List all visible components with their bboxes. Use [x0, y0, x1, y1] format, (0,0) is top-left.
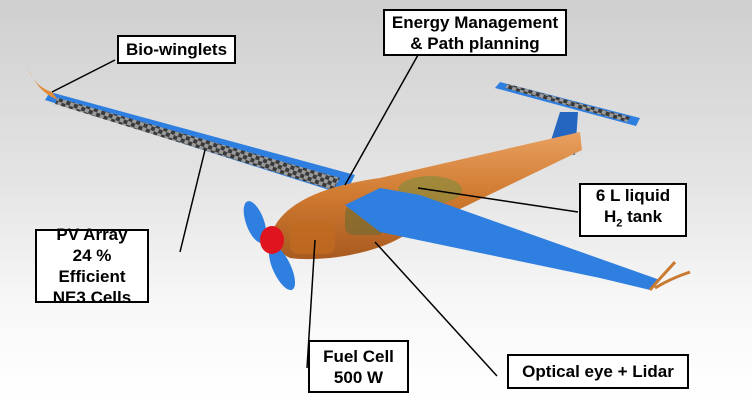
label-fuel-cell: Fuel Cell 500 W	[308, 340, 409, 393]
label-text: 500 W	[333, 367, 384, 387]
spinner	[260, 226, 284, 254]
label-text: 6 L liquid	[595, 186, 671, 206]
label-text: Optical eye + Lidar	[522, 362, 674, 381]
leader-lines	[51, 54, 579, 377]
label-text: Fuel Cell	[323, 346, 394, 366]
label-text: H2 tank	[603, 207, 663, 230]
label-text: PV Array	[56, 225, 128, 244]
label-text: Energy Management	[391, 12, 559, 32]
label-energy-management: Energy Management & Path planning	[383, 9, 567, 56]
fuel-cell-block	[290, 222, 335, 254]
label-bio-winglets: Bio-winglets	[117, 35, 236, 64]
bio-winglet-left	[28, 68, 58, 100]
label-text: 24 % Efficient	[58, 246, 126, 286]
label-optical-lidar: Optical eye + Lidar	[507, 354, 689, 389]
label-text: NE3 Cells	[52, 288, 132, 307]
label-pv-array: PV Array 24 % Efficient NE3 Cells	[35, 225, 149, 307]
propeller	[243, 201, 296, 291]
label-text: Bio-winglets	[125, 40, 228, 59]
right-wing	[345, 188, 691, 291]
label-text: & Path planning	[410, 33, 540, 53]
left-wing	[28, 68, 355, 195]
label-h2-tank: 6 L liquid H2 tank	[579, 183, 687, 237]
